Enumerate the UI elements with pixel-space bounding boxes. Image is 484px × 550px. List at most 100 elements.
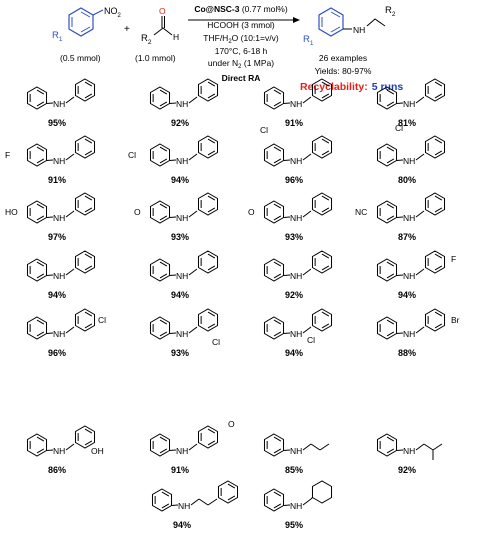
nh-label: NH [290, 99, 302, 109]
compound-23: NH 85% [263, 433, 330, 475]
yield-value: 96% [48, 348, 66, 358]
yield-value: 88% [398, 348, 416, 358]
product-scope-grid: NH95%NH92%NH91%NH81%NHF91%NHCl94%NHCl96%… [5, 78, 460, 530]
reaction-conditions: Co@NSC-3 (0.77 mol%) HCOOH (3 mmol) THF/… [188, 4, 300, 83]
compound-7: NH Cl 96% [260, 125, 333, 185]
substituent-label: F [5, 150, 10, 160]
yield-value: 94% [398, 290, 416, 300]
nh-label: NH [176, 99, 188, 109]
yield-value: 94% [171, 290, 189, 300]
nh-label: NH [53, 446, 65, 456]
yield-value: 94% [173, 520, 191, 530]
aldehyde-hydrogen: H [173, 32, 179, 42]
compound-1: NH 95% [26, 78, 96, 128]
yield-value: 80% [398, 175, 416, 185]
substituent-label: O [248, 207, 255, 217]
solvent-label: THF/H2O (10:1=v/v) [203, 33, 279, 45]
substituent-label: O [228, 419, 235, 429]
yield-value: 94% [285, 348, 303, 358]
compound-16: NH F 94% [376, 250, 456, 300]
nh-label: NH [403, 213, 415, 223]
yield-value: 85% [285, 465, 303, 475]
nh-label: NH [290, 156, 302, 166]
nh-label: NH [53, 271, 65, 281]
aldehyde-amount: (1.0 mmol) [135, 53, 176, 63]
yield-value: 92% [285, 290, 303, 300]
yield-value: 91% [48, 175, 66, 185]
yield-value: 93% [171, 232, 189, 242]
substituent-label: NC [355, 207, 367, 217]
method-label: Direct RA [222, 73, 261, 83]
yield-value: 92% [171, 118, 189, 128]
yield-value: 91% [285, 118, 303, 128]
compound-3: NH 91% [263, 78, 333, 128]
yield-value: 86% [48, 465, 66, 475]
nh-label: NH [403, 446, 415, 456]
compound-10: NH O 93% [134, 192, 219, 242]
substituent-label: Cl [395, 123, 403, 133]
substituent-label: F [451, 254, 456, 264]
nh-label: NH [290, 446, 302, 456]
yield-range: Yields: 80-97% [315, 66, 372, 76]
yield-value: 96% [285, 175, 303, 185]
atmosphere-label: under N2 (1 MPa) [208, 58, 274, 70]
substituent-label: Cl [307, 335, 315, 345]
compound-8: NH Cl 80% [376, 123, 446, 185]
nh-label: NH [176, 446, 188, 456]
substituent-label: HO [5, 207, 18, 217]
compound-24: NH 92% [376, 433, 443, 475]
nh-label: NH [403, 329, 415, 339]
substituent-label: Cl [260, 125, 268, 135]
nh-label: NH [403, 156, 415, 166]
substituent-label: Cl [128, 150, 136, 160]
nh-label: NH [176, 213, 188, 223]
product-r2-label: R2 [385, 5, 396, 18]
r2-substituent-label: R2 [141, 33, 152, 46]
nh-label: NH [53, 213, 65, 223]
substituent-label: OH [91, 446, 104, 456]
nh-label: NH [290, 501, 302, 511]
product-general-structure: NH R2 R1 26 examples Yields: 80-97% Recy… [300, 5, 403, 93]
nh-label: NH [290, 213, 302, 223]
nitroarene-reagent: NO2 R1 (0.5 mmol) [52, 6, 122, 63]
nh-label: NH [53, 99, 65, 109]
compound-9: NH HO 97% [5, 192, 96, 242]
yield-value: 94% [48, 290, 66, 300]
compound-12: NH NC 87% [355, 192, 446, 242]
reductant-label: HCOOH (3 mmol) [207, 20, 275, 30]
compound-17: NH Cl 96% [26, 308, 106, 358]
yield-value: 93% [285, 232, 303, 242]
substituent-label: Cl [212, 337, 220, 347]
nh-label: NH [176, 156, 188, 166]
aldehyde-oxygen: O [159, 6, 166, 16]
yield-value: 94% [171, 175, 189, 185]
substituent-label: O [134, 207, 141, 217]
compound-2: NH 92% [149, 78, 219, 128]
yield-value: 92% [398, 465, 416, 475]
compound-13: NH 94% [26, 250, 96, 300]
nh-label: NH [403, 271, 415, 281]
nh-label: NH [53, 329, 65, 339]
product-nh-label: NH [353, 25, 365, 35]
compound-21: NH OH 86% [26, 425, 104, 475]
product-r1-label: R1 [303, 34, 314, 47]
compound-14: NH 94% [149, 250, 219, 300]
yield-value: 87% [398, 232, 416, 242]
r1-substituent-label: R1 [52, 30, 63, 43]
nitro-group-label: NO2 [104, 6, 122, 19]
nh-label: NH [176, 271, 188, 281]
compound-25: NH 94% [151, 480, 239, 530]
compound-6: NH Cl 94% [128, 135, 219, 185]
nh-label: NH [178, 501, 190, 511]
yield-value: 97% [48, 232, 66, 242]
yield-value: 95% [48, 118, 66, 128]
substituent-label: Cl [98, 315, 106, 325]
